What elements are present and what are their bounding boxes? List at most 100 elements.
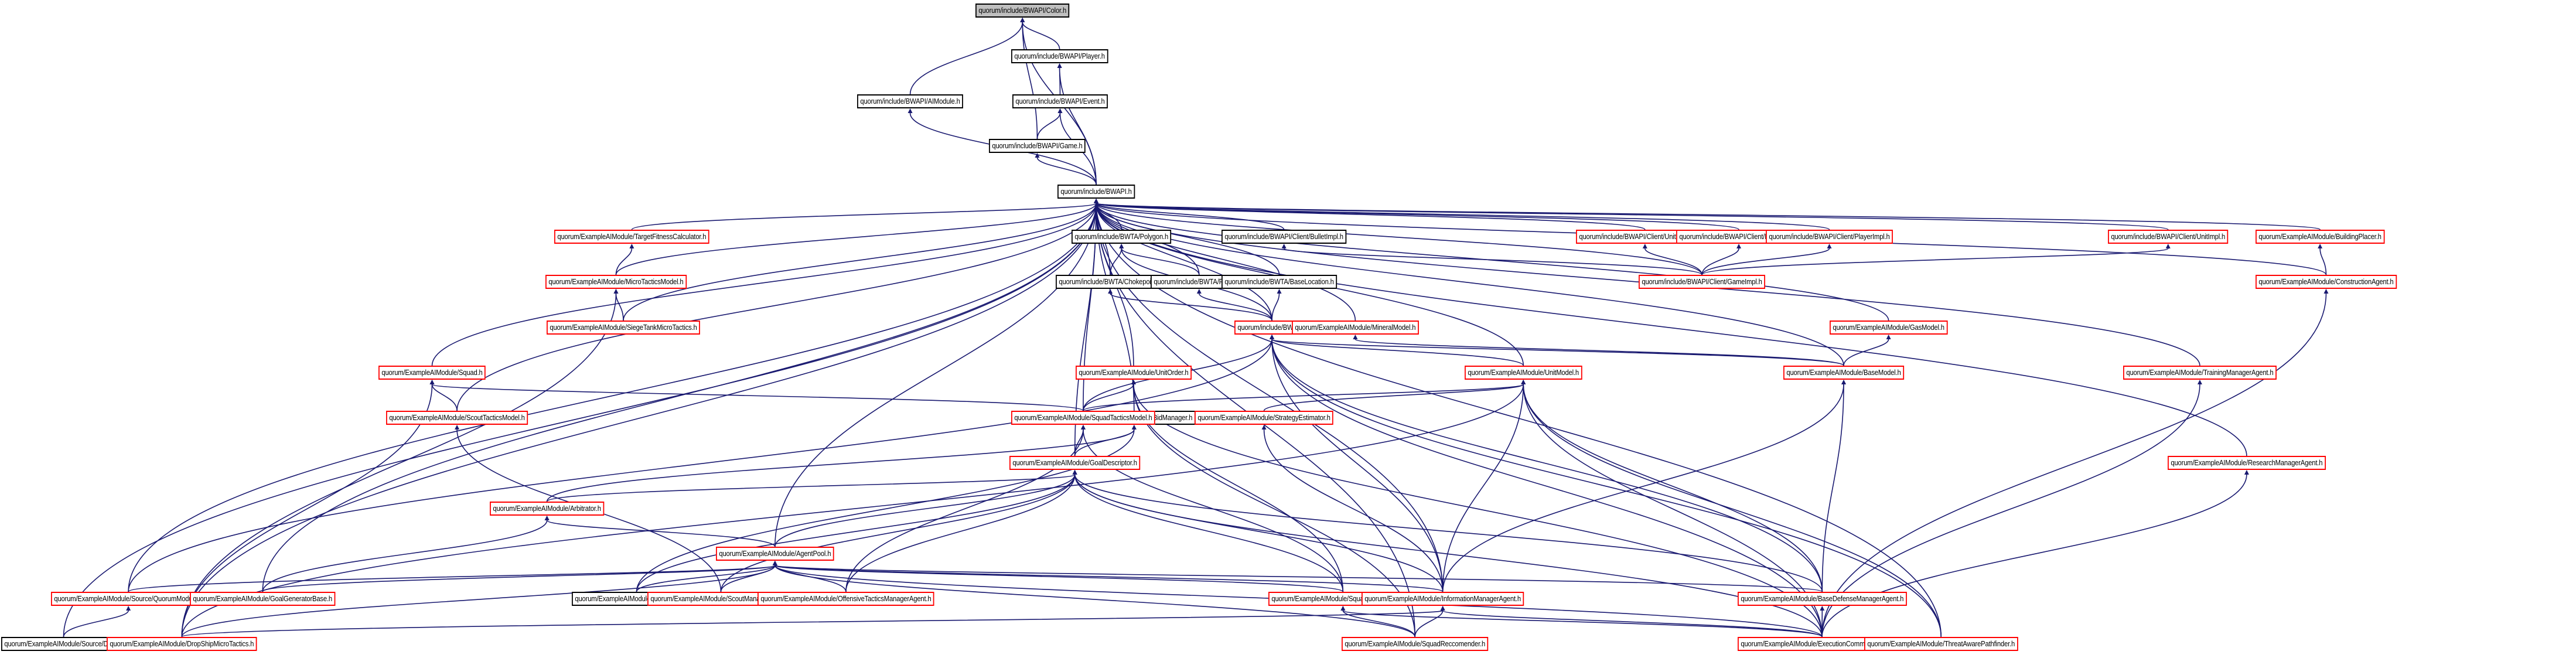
node-aimodule-h[interactable]: quorum/include/BWAPI/AIModule.h (857, 94, 964, 108)
dependency-edge (1821, 384, 1844, 592)
dependency-edge (774, 474, 1076, 547)
node-agentpool-h[interactable]: quorum/ExampleAIModule/AgentPool.h (716, 547, 834, 561)
node-microtacticsmodel-h[interactable]: quorum/ExampleAIModule/MicroTacticsModel… (545, 275, 687, 289)
dependency-edge (1096, 203, 1830, 230)
node-bulletimpl-h[interactable]: quorum/include/BWAPI/Client/BulletImpl.h (1222, 230, 1347, 244)
arrowhead-icon (1094, 199, 1099, 203)
node-quorummodule-h[interactable]: quorum/ExampleAIModule/Source/QuorumModu… (51, 592, 206, 606)
dependency-edge (1110, 293, 1272, 321)
arrowhead-icon (1277, 289, 1282, 294)
node-baselocation-h[interactable]: quorum/include/BWTA/BaseLocation.h (1222, 275, 1338, 289)
dependency-edge (1271, 339, 1524, 366)
dependency-edge (1199, 293, 1272, 321)
node-siegetankmicrotactics-h[interactable]: quorum/ExampleAIModule/SiegeTankMicroTac… (547, 321, 701, 335)
dependency-edge (1074, 474, 1344, 592)
node-squadtacticsmodel-h[interactable]: quorum/ExampleAIModule/SquadTacticsModel… (1011, 411, 1155, 425)
node-polygon-h[interactable]: quorum/include/BWTA/Polygon.h (1072, 230, 1172, 244)
node-goaldescriptor-h[interactable]: quorum/ExampleAIModule/GoalDescriptor.h (1009, 456, 1141, 470)
node-playerimpl-h[interactable]: quorum/include/BWAPI/Client/PlayerImpl.h (1766, 230, 1893, 244)
dependency-edge (1442, 384, 1524, 592)
node-bwapi-h[interactable]: quorum/include/BWAPI.h (1057, 185, 1135, 199)
dependency-edge (63, 610, 129, 637)
dependency-edge (1414, 610, 1444, 637)
dependency-edge (262, 520, 548, 592)
dependency-edge (1022, 22, 1038, 139)
arrowhead-icon (544, 516, 550, 520)
arrowhead-icon (1353, 335, 1358, 339)
arrowhead-icon (1080, 425, 1086, 429)
dependency-edge (1701, 248, 1739, 275)
node-mineralmodel-h[interactable]: quorum/ExampleAIModule/MineralModel.h (1292, 321, 1419, 335)
node-constructionagent-h[interactable]: quorum/ExampleAIModule/ConstructionAgent… (2256, 275, 2397, 289)
arrowhead-icon (1108, 289, 1113, 294)
node-offensivetacticsmanageragent-h[interactable]: quorum/ExampleAIModule/OffensiveTacticsM… (758, 592, 934, 606)
node-player-h[interactable]: quorum/include/BWAPI/Player.h (1011, 49, 1108, 63)
node-gameimpl-h[interactable]: quorum/include/BWAPI/Client/GameImpl.h (1639, 275, 1766, 289)
node-threatawarepathfinder-h[interactable]: quorum/ExampleAIModule/ThreatAwarePathfi… (1864, 637, 2018, 651)
node-informationmanageragent-h[interactable]: quorum/ExampleAIModule/InformationManage… (1362, 592, 1524, 606)
dependency-edge (720, 474, 1076, 592)
arrowhead-icon (1131, 380, 1136, 384)
dependency-edge (1059, 67, 1097, 185)
dependency-edge (1283, 248, 1702, 275)
arrowhead-icon (1841, 380, 1847, 384)
dependency-edge (1022, 22, 1060, 50)
dependency-edge (623, 203, 1097, 321)
dependency-edge (1523, 384, 1942, 637)
dependency-edge (2319, 248, 2327, 275)
node-scouttacticsmodel-h[interactable]: quorum/ExampleAIModule/ScoutTacticsModel… (386, 411, 528, 425)
arrowhead-icon (2318, 244, 2323, 248)
dependency-edge (1096, 203, 1702, 275)
dependency-edge (615, 248, 633, 275)
dependency-edge (774, 565, 1444, 592)
dependency-edge (1096, 203, 1444, 592)
node-chokepoint-h[interactable]: quorum/include/BWTA/Chokepoint.h (1056, 275, 1165, 289)
dependency-edge (1263, 429, 1444, 592)
dependency-edge (1271, 339, 1823, 592)
node-trainingmanageragent-h[interactable]: quorum/ExampleAIModule/TrainingManagerAg… (2123, 366, 2277, 380)
arrowhead-icon (1886, 335, 1891, 339)
node-squadreccomender-h[interactable]: quorum/ExampleAIModule/SquadReccomender.… (1342, 637, 1489, 651)
node-unitimpl-h[interactable]: quorum/include/BWAPI/Client/UnitImpl.h (2108, 230, 2229, 244)
dependency-edge (546, 474, 1076, 502)
dependency-edge (181, 293, 617, 637)
dependency-edge (431, 203, 1097, 366)
arrowhead-icon (1057, 63, 1062, 68)
dependency-edge (1442, 384, 1844, 592)
dependency-edge (1701, 248, 2169, 275)
node-game-h[interactable]: quorum/include/BWAPI/Game.h (989, 139, 1086, 153)
node-strategyestimator-h[interactable]: quorum/ExampleAIModule/StrategyEstimator… (1195, 411, 1334, 425)
dependency-edge (631, 203, 1097, 230)
node-goalgeneratorbase-h[interactable]: quorum/ExampleAIModule/GoalGeneratorBase… (190, 592, 336, 606)
node-dll-cpp[interactable]: quorum/ExampleAIModule/Source/Dll.cpp (1, 637, 126, 651)
dependency-edge (1083, 384, 1134, 411)
dependency-edge (636, 429, 1135, 592)
arrowhead-icon (455, 425, 460, 429)
node-targetfitnesscalculator-h[interactable]: quorum/ExampleAIModule/TargetFitnessCalc… (554, 230, 709, 244)
dependency-edge (1843, 339, 1889, 366)
arrowhead-icon (629, 244, 634, 248)
dependency-edge (774, 565, 1416, 637)
arrowhead-icon (1281, 244, 1287, 248)
node-color-h[interactable]: quorum/include/BWAPI/Color.h (975, 4, 1070, 18)
node-event-h[interactable]: quorum/include/BWAPI/Event.h (1012, 94, 1108, 108)
node-basedefensemanageragent-h[interactable]: quorum/ExampleAIModule/BaseDefenseManage… (1738, 592, 1907, 606)
dependency-edge (774, 203, 1097, 547)
arrowhead-icon (1057, 108, 1063, 113)
node-unitmodel-h[interactable]: quorum/ExampleAIModule/UnitModel.h (1465, 366, 1582, 380)
arrowhead-icon (2244, 470, 2249, 475)
arrowhead-icon (126, 606, 131, 611)
arrowhead-icon (1131, 425, 1137, 429)
node-gasmodel-h[interactable]: quorum/ExampleAIModule/GasModel.h (1830, 321, 1948, 335)
node-basemodel-h[interactable]: quorum/ExampleAIModule/BaseModel.h (1783, 366, 1905, 380)
node-squad-h[interactable]: quorum/ExampleAIModule/Squad.h (378, 366, 486, 380)
dependency-edge (1096, 203, 2169, 230)
node-researchmanageragent-h[interactable]: quorum/ExampleAIModule/ResearchManagerAg… (2168, 456, 2326, 470)
node-arbitrator-h[interactable]: quorum/ExampleAIModule/Arbitrator.h (490, 502, 605, 516)
dependency-edge (63, 203, 1097, 637)
dependency-edge (1271, 339, 1444, 592)
dependency-edge (181, 565, 776, 637)
node-buildingplacer-h[interactable]: quorum/ExampleAIModule/BuildingPlacer.h (2256, 230, 2385, 244)
node-unitorder-h[interactable]: quorum/ExampleAIModule/UnitOrder.h (1076, 366, 1192, 380)
node-dropshipmicrotactics-h[interactable]: quorum/ExampleAIModule/DropShipMicroTact… (107, 637, 257, 651)
